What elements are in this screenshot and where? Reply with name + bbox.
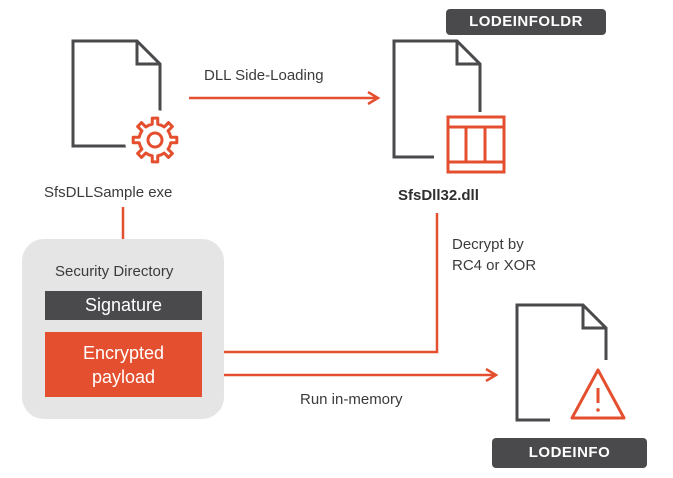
dll-file-icon [392,39,482,159]
decrypt-arrow [212,213,439,352]
executable-label: SfsDLLSample exe [44,184,173,201]
encrypted-label-line2: payload [91,366,156,387]
encrypted-label-line1: Encrypted [82,342,165,363]
executable-file-icon [71,39,162,148]
warning-icon [550,360,650,430]
encrypted-payload-block: Encrypted payload [45,332,202,397]
payload-badge: LODEINFO [492,438,647,468]
decrypt-label-line2: RC4 or XOR [452,257,537,274]
side-loading-label: DLL Side-Loading [204,67,324,84]
dll-label: SfsDll32.dll [398,187,479,204]
signature-block: Signature [45,291,202,320]
run-in-memory-label: Run in-memory [300,391,403,408]
decrypt-label-line1: Decrypt by [452,236,524,253]
security-directory-title: Security Directory [55,263,174,280]
dll-blocks-icon [434,112,514,174]
gear-icon [125,110,185,170]
loader-badge: LODEINFOLDR [446,9,606,35]
